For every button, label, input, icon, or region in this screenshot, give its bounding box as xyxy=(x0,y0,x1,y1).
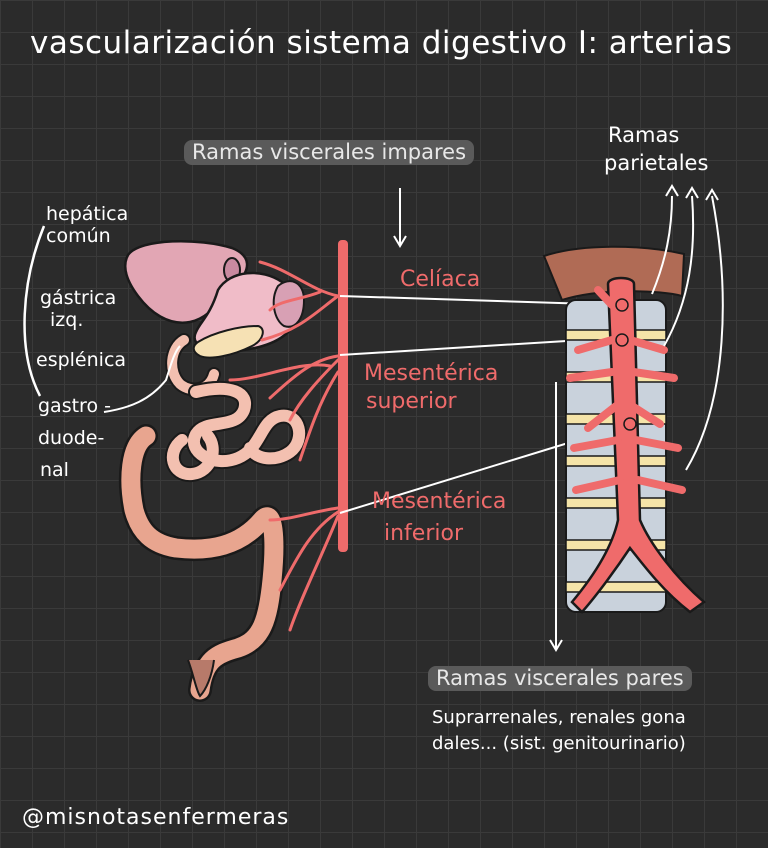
celiac-bracket xyxy=(23,225,46,397)
label-pares-desc-2: dales... (sist. genitourinario) xyxy=(432,733,686,754)
label-ramas-viscerales-pares: Ramas viscerales pares xyxy=(428,666,692,692)
left-arteries xyxy=(228,240,348,632)
gastroduodenal-pointer xyxy=(103,345,181,413)
label-ramas: Ramas xyxy=(608,123,680,147)
label-mesenterica-inferior-1: Mesentérica xyxy=(372,489,507,514)
diaphragm xyxy=(542,245,686,302)
label-parietales: parietales xyxy=(604,151,709,175)
label-hepatica: hepática xyxy=(46,203,129,225)
pares-arrow xyxy=(549,382,563,652)
label-ramas-viscerales-impares: Ramas viscerales impares xyxy=(184,140,475,166)
label-nal: nal xyxy=(40,459,69,481)
label-celiaca: Celíaca xyxy=(400,267,481,292)
page-title: vascularización sistema digestivo I: art… xyxy=(30,25,733,61)
label-gastrica: gástrica xyxy=(40,287,117,309)
aorta-diagram xyxy=(542,245,707,614)
aorta-left xyxy=(338,240,348,552)
author-handle: @misnotasenfermeras xyxy=(22,805,290,830)
rectum xyxy=(187,659,215,698)
label-mesenterica-inferior-2: inferior xyxy=(384,521,463,546)
label-gastro: gastro - xyxy=(38,395,111,417)
label-mesenterica-superior-2: superior xyxy=(366,389,457,414)
spleen xyxy=(272,280,306,328)
pancreas xyxy=(192,324,264,359)
parietal-arrows xyxy=(651,184,724,471)
small-intestine xyxy=(167,382,305,481)
label-esplenica: esplénica xyxy=(36,349,127,371)
digestive-organs xyxy=(118,239,307,702)
impares-arrow xyxy=(393,188,407,248)
colon xyxy=(121,426,284,700)
label-pares-desc-1: Suprarrenales, renales gona xyxy=(432,707,686,728)
label-duode: duode- xyxy=(38,427,105,449)
label-izq: izq. xyxy=(50,309,84,331)
label-mesenterica-superior-1: Mesentérica xyxy=(364,361,499,386)
label-comun: común xyxy=(46,225,111,247)
abdominal-aorta xyxy=(570,276,707,614)
